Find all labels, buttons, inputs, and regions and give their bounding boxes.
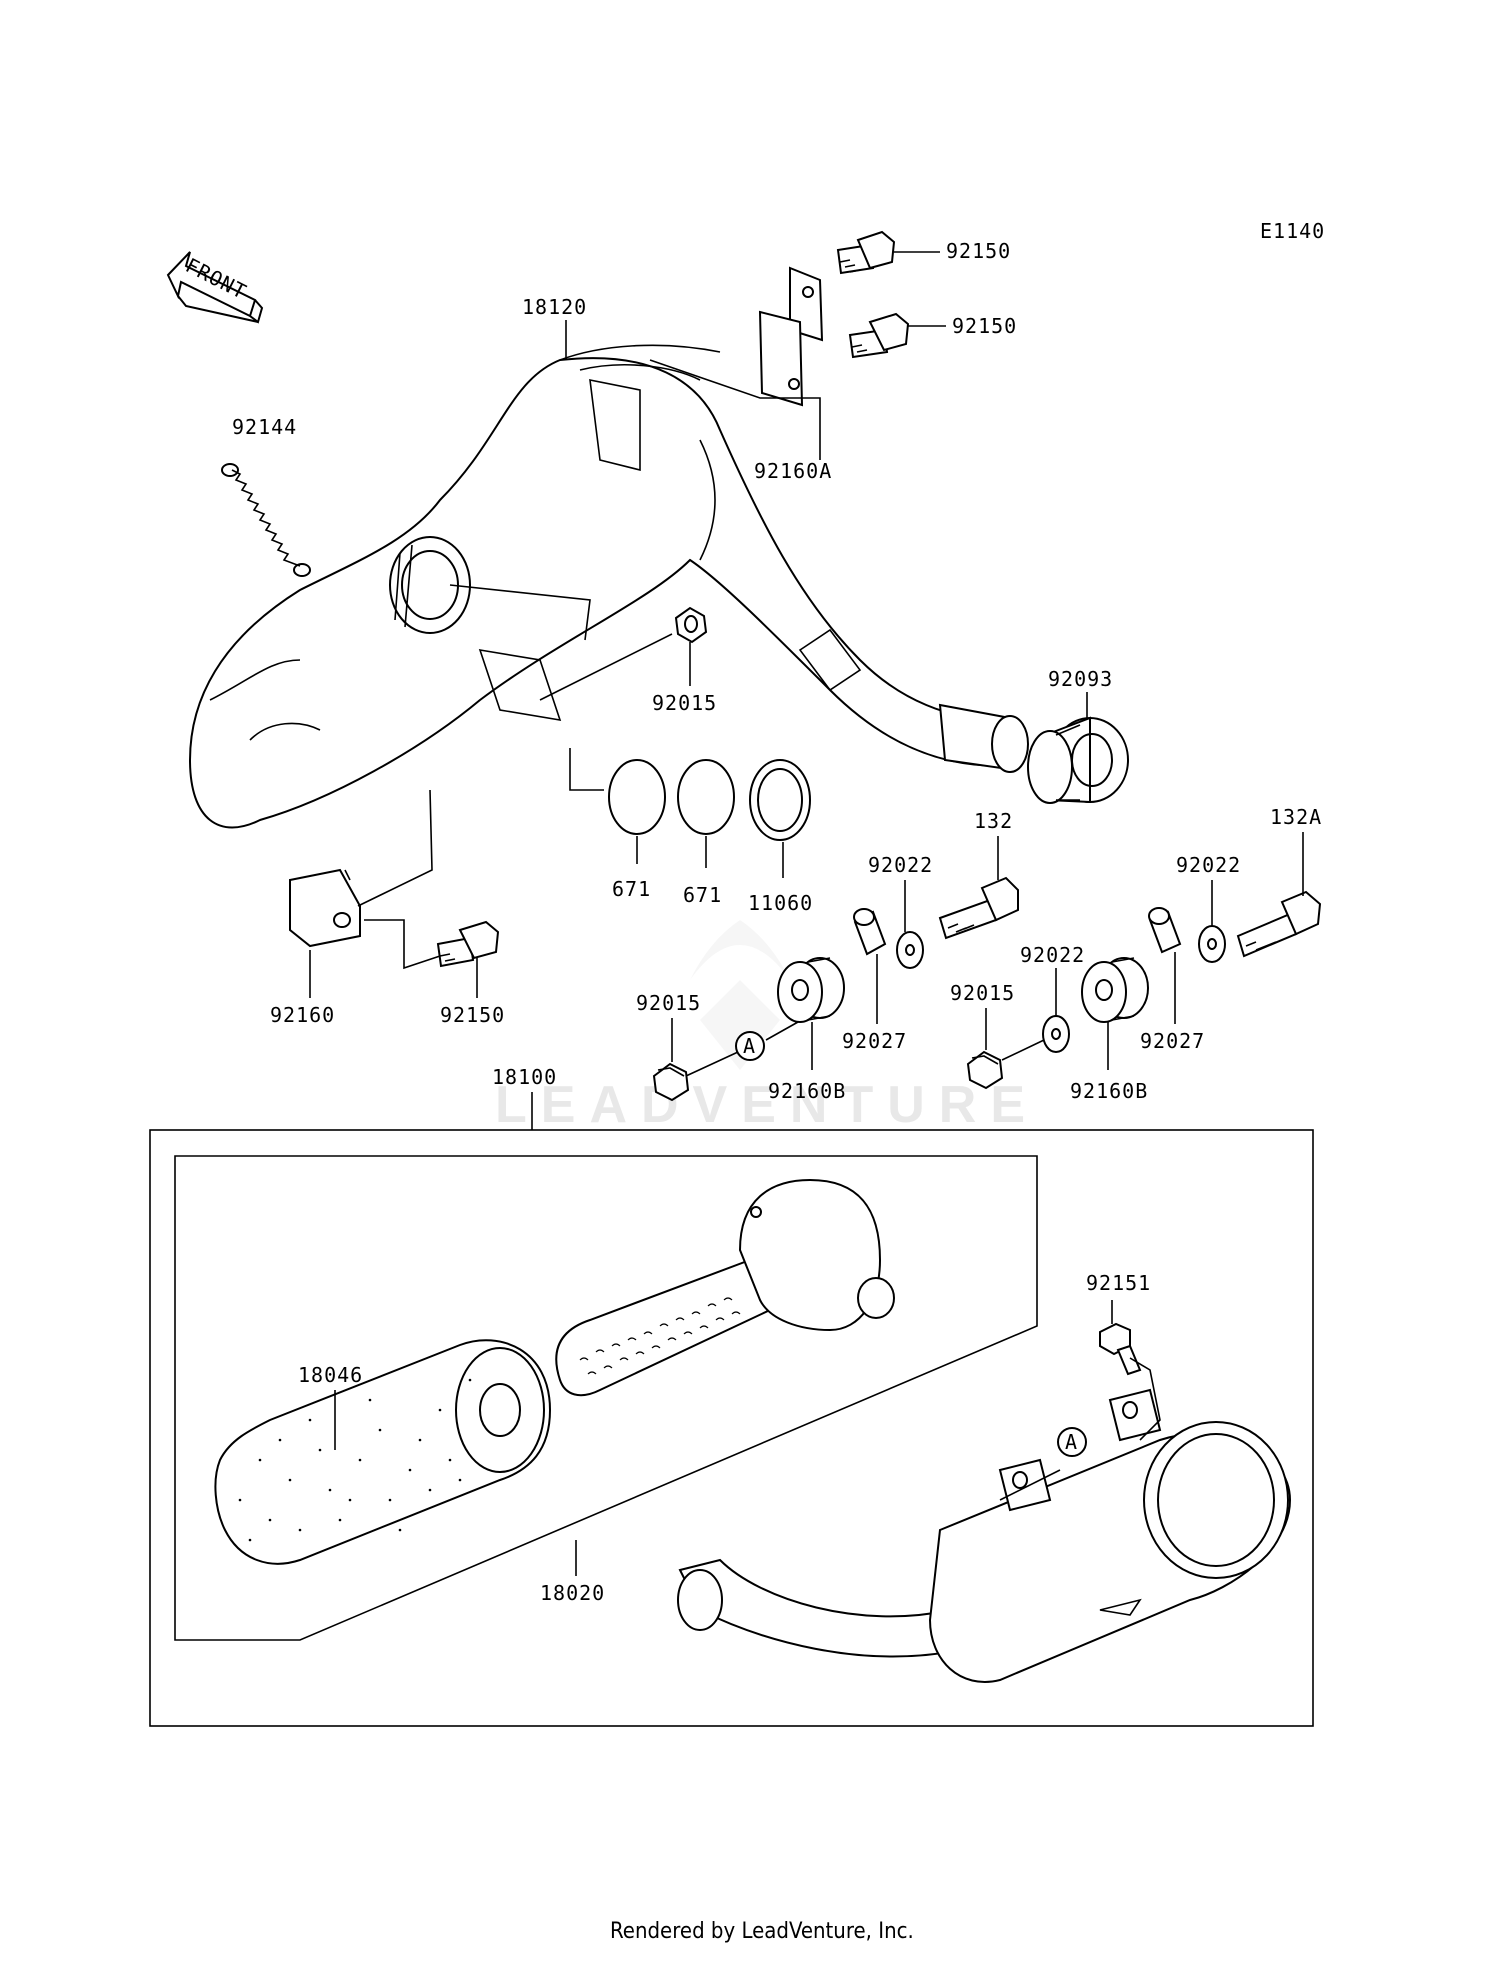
- label-92150-top: 92150: [946, 239, 1011, 263]
- callout-a-upper: [735, 1031, 765, 1061]
- damper-92160B-b: [1081, 957, 1149, 1023]
- leader-nut-upper: [539, 633, 673, 701]
- silencer-kit-box: [174, 1155, 1038, 1641]
- leader-inlet: [449, 584, 591, 641]
- o-ring-671-b: [677, 759, 735, 835]
- label-92150-low: 92150: [440, 1003, 505, 1027]
- leader-low-bolt: [364, 919, 441, 970]
- label-18120: 18120: [522, 295, 587, 319]
- nut-92015-upper: [674, 606, 708, 644]
- leader-rings: [569, 748, 604, 791]
- label-132: 132: [974, 809, 1013, 833]
- gasket-11060: [749, 759, 811, 841]
- washer-92022-a: [896, 931, 924, 969]
- diagram-code: E1140: [1260, 219, 1325, 243]
- label-18100: 18100: [492, 1065, 557, 1089]
- front-arrow-icon: [166, 251, 264, 324]
- label-92027-b: 92027: [1140, 1029, 1205, 1053]
- label-92160: 92160: [270, 1003, 335, 1027]
- leader-nut-left: [685, 1021, 799, 1077]
- label-92151: 92151: [1086, 1271, 1151, 1295]
- bolt-92151: [1099, 1322, 1142, 1376]
- washer-92022-c: [1042, 1015, 1070, 1053]
- o-ring-671-a: [608, 759, 666, 835]
- packing-18046: [214, 1339, 552, 1565]
- label-92093: 92093: [1048, 667, 1113, 691]
- nut-92015-right: [966, 1050, 1004, 1090]
- label-92015-left: 92015: [636, 991, 701, 1015]
- label-92022-c: 92022: [1020, 943, 1085, 967]
- label-11060: 11060: [748, 891, 813, 915]
- label-18046: 18046: [298, 1363, 363, 1387]
- bolt-92150-mid: [848, 312, 910, 359]
- leader-92160A: [649, 359, 821, 460]
- bolt-132: [938, 876, 1019, 940]
- label-92022-a: 92022: [868, 853, 933, 877]
- label-92160B-b: 92160B: [1070, 1079, 1148, 1103]
- bracket-92160: [289, 868, 361, 948]
- label-671-a: 671: [612, 877, 651, 901]
- perforated-core-pipe: [555, 1178, 895, 1397]
- grommet-92093: [1027, 716, 1129, 804]
- bolt-92150-low: [436, 920, 500, 968]
- bolt-92150-top: [836, 230, 896, 275]
- callout-a-upper-label: A: [743, 1034, 756, 1058]
- damper-92160B-a: [777, 957, 845, 1023]
- silencer-body: [677, 1388, 1292, 1683]
- label-92160B-a: 92160B: [768, 1079, 846, 1103]
- label-92160A: 92160A: [754, 459, 832, 483]
- nut-92015-left: [652, 1062, 690, 1102]
- label-18020: 18020: [540, 1581, 605, 1605]
- expansion-chamber-18120: [188, 344, 1029, 829]
- spring-92144: [221, 463, 311, 577]
- collar-92027-b: [1148, 907, 1182, 954]
- label-671-b: 671: [683, 883, 722, 907]
- label-92144: 92144: [232, 415, 297, 439]
- callout-a-lower-label: A: [1065, 1430, 1078, 1454]
- label-92015-upper: 92015: [652, 691, 717, 715]
- callout-a-lower: [1057, 1427, 1087, 1457]
- muffler-assembly-box: [149, 1129, 1314, 1727]
- label-92150-mid: 92150: [952, 314, 1017, 338]
- leader-bolt-92151: [1129, 1357, 1161, 1441]
- leader-silencer-a: [999, 1469, 1061, 1501]
- bracket-92160A: [758, 266, 824, 407]
- leader-bracket-92160: [357, 789, 433, 907]
- label-92022-b: 92022: [1176, 853, 1241, 877]
- label-132A: 132A: [1270, 805, 1322, 829]
- leader-nut-right: [1001, 1039, 1045, 1061]
- footer-credit: Rendered by LeadVenture, Inc.: [610, 1919, 914, 1944]
- washer-92022-b: [1198, 925, 1226, 963]
- collar-92027-a: [853, 908, 887, 956]
- label-92015-right: 92015: [950, 981, 1015, 1005]
- watermark-logo: [690, 920, 790, 1070]
- label-92027-a: 92027: [842, 1029, 907, 1053]
- watermark-text: LEADVENTURE: [495, 1076, 1039, 1134]
- bolt-132A: [1236, 890, 1322, 958]
